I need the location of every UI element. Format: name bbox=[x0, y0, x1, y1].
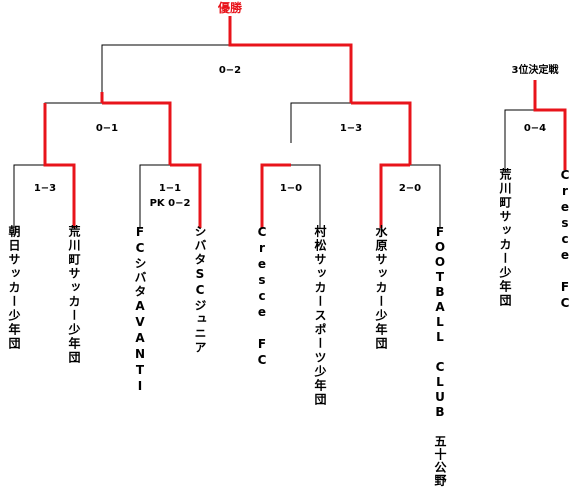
round1-score-3: 1−0 bbox=[280, 183, 302, 194]
final-score: 0−2 bbox=[219, 65, 241, 76]
third-place-score: 0−4 bbox=[524, 123, 546, 134]
team-8: FOOTBALL CLUB 五十公野 bbox=[433, 225, 447, 487]
team-1: 朝日サッカー少年団 bbox=[7, 225, 21, 351]
third-place-title: 3位決定戦 bbox=[512, 63, 560, 76]
round1-pk-score: PK 0−2 bbox=[150, 198, 191, 209]
team-6: 村松サッカースポーツ少年団 bbox=[313, 225, 327, 407]
round1-score-2: 1−1 bbox=[159, 183, 181, 194]
third-place-team-1: 荒川町サッカー少年団 bbox=[498, 168, 512, 308]
team-5: Cresce FC bbox=[255, 225, 269, 369]
winner-lines bbox=[43, 16, 567, 228]
team-4: シバタSCジュニア bbox=[193, 225, 207, 355]
team-7: 水原サッカー少年団 bbox=[374, 225, 388, 351]
semi-left-score: 0−1 bbox=[96, 123, 118, 134]
team-3: FCシバタAVANTI bbox=[133, 225, 147, 395]
round1-score-4: 2−0 bbox=[399, 183, 421, 194]
team-2: 荒川町サッカー少年団 bbox=[67, 225, 81, 365]
bracket-lines bbox=[13, 44, 535, 228]
semi-right-score: 1−3 bbox=[340, 123, 362, 134]
third-place-team-2: Cresce FC bbox=[558, 168, 572, 312]
round1-score-1: 1−3 bbox=[34, 183, 56, 194]
champion-label: 優勝 bbox=[217, 0, 243, 15]
